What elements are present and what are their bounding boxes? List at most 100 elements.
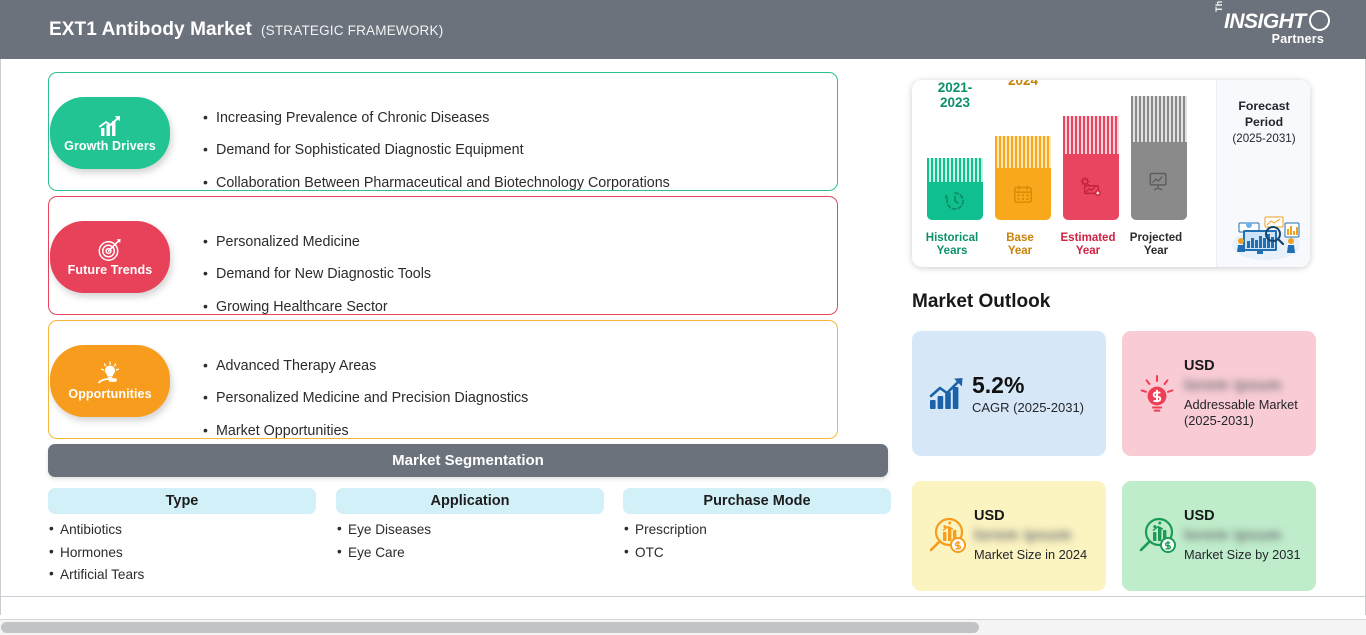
list-item: Hormones bbox=[49, 545, 316, 560]
currency-label: USD bbox=[974, 508, 1005, 525]
logo-insight-text: INSIGHT bbox=[1224, 10, 1306, 33]
data-analysis-illustration bbox=[1232, 216, 1300, 260]
list-item: Eye Care bbox=[337, 545, 604, 560]
calendar-icon bbox=[1013, 184, 1033, 204]
bar-stack bbox=[995, 136, 1051, 220]
list-item: Demand for New Diagnostic Tools bbox=[203, 266, 431, 281]
bar-stack bbox=[927, 158, 983, 220]
segmentation-column-title: Type bbox=[165, 493, 199, 509]
bar-solid bbox=[1131, 142, 1187, 220]
future-trends-box bbox=[48, 196, 838, 315]
outlook-card-body: USD lorem ipsum Market Size in 2024 bbox=[972, 508, 1096, 564]
segmentation-column-header: Application bbox=[336, 488, 604, 514]
blurred-value: lorem ipsum bbox=[1184, 527, 1282, 545]
outlook-card-market-size-2031[interactable]: USD lorem ipsum Market Size by 2031 bbox=[1122, 481, 1316, 591]
list-item: Increasing Prevalence of Chronic Disease… bbox=[203, 110, 670, 125]
presentation-chart-icon bbox=[1149, 172, 1167, 191]
cagr-value: 5.2% bbox=[972, 372, 1025, 398]
scrollbar-thumb[interactable] bbox=[1, 622, 979, 633]
lightbulb-hand-icon bbox=[95, 361, 125, 386]
bar-stripes bbox=[1063, 116, 1119, 154]
bar-stripes bbox=[995, 136, 1051, 168]
bar-stripes bbox=[927, 158, 983, 182]
list-item: Demand for Sophisticated Diagnostic Equi… bbox=[203, 142, 670, 157]
target-dart-icon bbox=[96, 238, 124, 262]
clock-history-icon bbox=[944, 192, 964, 210]
future-trends-bullet-list: Personalized Medicine Demand for New Dia… bbox=[203, 234, 431, 314]
segmentation-column-type: Type Antibiotics Hormones Artificial Tea… bbox=[48, 488, 316, 591]
analytics-gear-icon bbox=[1080, 177, 1101, 196]
outlook-card-body: USD lorem ipsum Addressable Market (2025… bbox=[1182, 358, 1306, 430]
future-trends-badge[interactable]: Future Trends bbox=[50, 221, 170, 293]
segmentation-column-application: Application Eye Diseases Eye Care bbox=[336, 488, 604, 568]
market-segmentation-title: Market Segmentation bbox=[392, 452, 544, 469]
magnifier-chart-dollar-icon bbox=[922, 515, 972, 557]
header-title-wrap: EXT1 Antibody Market (STRATEGIC FRAMEWOR… bbox=[49, 19, 443, 41]
growth-drivers-box bbox=[48, 72, 838, 191]
bar-year-label: 2021-2023 bbox=[937, 80, 973, 110]
list-item: Eye Diseases bbox=[337, 522, 604, 537]
outlook-card-label: Market Size in 2024 bbox=[974, 547, 1088, 563]
insight-partners-logo[interactable]: The INSIGHT Partners bbox=[1212, 0, 1332, 52]
list-item: Antibiotics bbox=[49, 522, 316, 537]
bar-stack bbox=[1131, 96, 1187, 220]
list-item: Personalized Medicine and Precision Diag… bbox=[203, 390, 528, 405]
outlook-card-cagr[interactable]: 5.2% CAGR (2025-2031) bbox=[912, 331, 1106, 456]
segmentation-item-list: Prescription OTC bbox=[623, 522, 891, 560]
content-canvas: Growth Drivers Increasing Prevalence of … bbox=[0, 59, 1366, 615]
bar-solid bbox=[1063, 154, 1119, 220]
list-item: Prescription bbox=[624, 522, 891, 537]
bar-chart-growth-icon bbox=[95, 114, 125, 138]
future-trends-label: Future Trends bbox=[67, 262, 153, 277]
segmentation-column-header: Type bbox=[48, 488, 316, 514]
opportunities-bullet-list: Advanced Therapy Areas Personalized Medi… bbox=[203, 358, 528, 438]
list-item: Collaboration Between Pharmaceutical and… bbox=[203, 175, 670, 190]
segmentation-column-purchase-mode: Purchase Mode Prescription OTC bbox=[623, 488, 891, 568]
opportunities-badge[interactable]: Opportunities bbox=[50, 345, 170, 417]
bar-stack bbox=[1063, 116, 1119, 220]
segmentation-item-list: Eye Diseases Eye Care bbox=[336, 522, 604, 560]
outlook-card-body: USD lorem ipsum Market Size by 2031 bbox=[1182, 508, 1306, 564]
horizontal-scrollbar[interactable] bbox=[0, 619, 1366, 635]
bar-solid bbox=[927, 182, 983, 220]
logo-partners-text: Partners bbox=[1271, 32, 1324, 46]
currency-label: USD bbox=[1184, 357, 1215, 374]
outlook-card-label: Market Size by 2031 bbox=[1184, 547, 1301, 563]
page-title: EXT1 Antibody Market bbox=[49, 18, 252, 40]
segmentation-column-header: Purchase Mode bbox=[623, 488, 891, 514]
growth-drivers-badge[interactable]: Growth Drivers bbox=[50, 97, 170, 169]
list-item: Artificial Tears bbox=[49, 567, 316, 582]
outlook-card-market-size-2024[interactable]: USD lorem ipsum Market Size in 2024 bbox=[912, 481, 1106, 591]
list-item: OTC bbox=[624, 545, 891, 560]
currency-label: USD bbox=[1184, 508, 1215, 525]
page-header: EXT1 Antibody Market (STRATEGIC FRAMEWOR… bbox=[0, 0, 1366, 59]
outlook-card-label: Addressable Market (2025-2031) bbox=[1184, 396, 1298, 429]
list-item: Market Opportunities bbox=[203, 423, 528, 438]
page-subtitle: (STRATEGIC FRAMEWORK) bbox=[260, 22, 444, 38]
growth-drivers-label: Growth Drivers bbox=[64, 138, 156, 153]
logo-the-text: The bbox=[1214, 0, 1224, 12]
segmentation-column-title: Application bbox=[430, 493, 510, 509]
bar-stripes bbox=[1131, 96, 1187, 142]
cagr-label: CAGR (2025-2031) bbox=[972, 400, 1084, 415]
outlook-card-addressable-market[interactable]: USD lorem ipsum Addressable Market (2025… bbox=[1122, 331, 1316, 456]
outlook-card-body: 5.2% CAGR (2025-2031) bbox=[972, 372, 1096, 415]
growth-drivers-bullet-list: Increasing Prevalence of Chronic Disease… bbox=[203, 110, 670, 190]
blurred-value: lorem ipsum bbox=[974, 527, 1072, 545]
opportunities-label: Opportunities bbox=[68, 386, 152, 401]
opportunities-box bbox=[48, 320, 838, 439]
magnifier-chart-dollar-icon bbox=[1132, 515, 1182, 557]
list-item: Growing Healthcare Sector bbox=[203, 299, 431, 314]
forecast-period-years: (2025-2031) bbox=[1232, 132, 1296, 145]
segmentation-item-list: Antibiotics Hormones Artificial Tears bbox=[48, 522, 316, 582]
segmentation-column-title: Purchase Mode bbox=[703, 493, 811, 509]
